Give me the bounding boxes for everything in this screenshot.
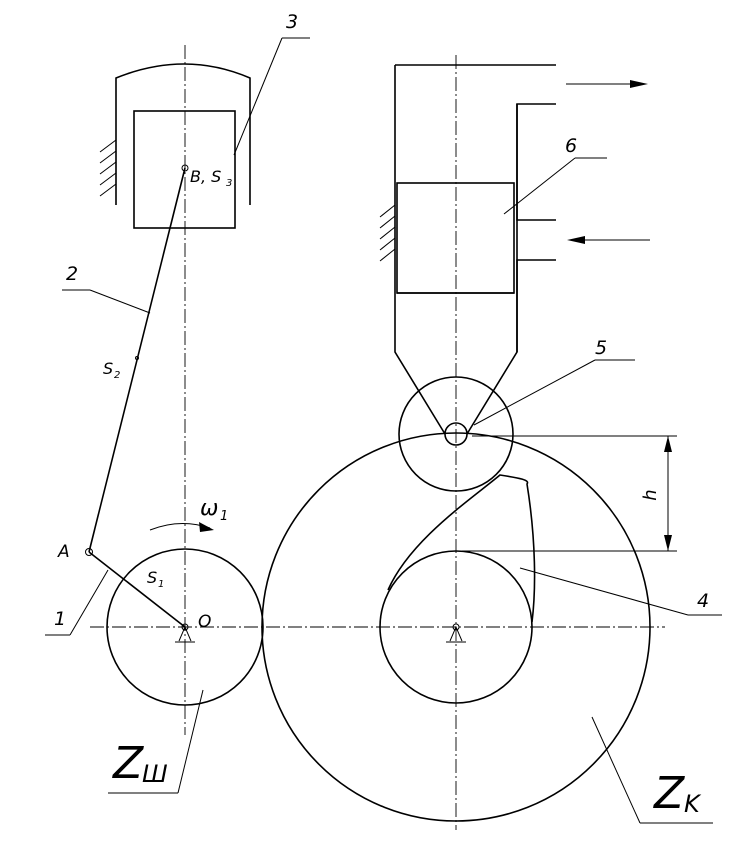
dim-h-arrow-bottom <box>664 535 672 551</box>
label-zsh: Z <box>112 738 144 789</box>
large-gear-circle <box>261 432 651 822</box>
crank-arm <box>88 551 186 628</box>
cam-base-circle <box>379 550 533 704</box>
label-s2-sub: 2 <box>114 370 120 381</box>
label-part-4: 4 <box>697 590 709 612</box>
label-s1-sub: 1 <box>158 579 164 590</box>
label-part-6: 6 <box>565 135 577 157</box>
label-point-b-sub: 3 <box>226 178 232 189</box>
ground-hatch-right <box>379 204 396 262</box>
lower-port <box>516 259 556 352</box>
pivot-cam-support <box>446 625 466 643</box>
label-zk-sub: K <box>684 790 702 818</box>
dim-h-arrow-top <box>664 436 672 452</box>
follower-assembly <box>379 64 556 492</box>
leader-5-slant <box>473 359 596 426</box>
s2-mark <box>135 356 139 360</box>
center-lines <box>90 45 665 830</box>
leader-3-slant <box>233 37 283 156</box>
leader-2-slant <box>89 289 151 314</box>
label-point-o: O <box>198 612 211 632</box>
label-part-2: 2 <box>66 263 78 285</box>
rotation-arrow-head <box>199 522 214 532</box>
upper-port <box>516 103 556 221</box>
joint-a <box>85 548 93 556</box>
large-gear <box>261 432 651 822</box>
label-point-b: B, S <box>190 167 221 186</box>
leader-zsh-slant <box>177 689 204 794</box>
piston-assembly <box>99 63 251 229</box>
outflow-arrow-head <box>630 80 648 88</box>
label-part-5: 5 <box>595 337 607 359</box>
inflow-arrow-head <box>567 236 585 244</box>
pivot-o <box>181 623 189 631</box>
rotation-indicator: ω 1 <box>149 496 228 532</box>
pivot-o-support <box>175 625 195 643</box>
cam-profile <box>387 474 536 623</box>
label-zsh-sub: Ш <box>142 760 168 788</box>
omega-sub-label: 1 <box>220 509 228 524</box>
small-gear <box>106 548 264 706</box>
ground-hatch-left <box>99 139 117 197</box>
label-s1: S <box>147 568 157 587</box>
leader-lines <box>45 37 722 824</box>
label-s2: S <box>103 359 113 378</box>
linkage <box>85 167 186 628</box>
h-label: h <box>640 489 661 500</box>
follower-piston <box>396 182 515 294</box>
small-gear-circle <box>106 548 264 706</box>
roller <box>398 376 514 492</box>
pivot-cam <box>452 623 460 631</box>
label-part-3: 3 <box>286 11 298 33</box>
dimension-h: h <box>462 435 677 552</box>
label-point-a: A <box>57 542 70 562</box>
label-zk: Z <box>653 768 685 819</box>
label-part-1: 1 <box>54 608 66 630</box>
cylinder-wall <box>115 63 251 205</box>
labels: 3 2 1 6 5 4 B, S 3 A O S 1 S 2 Z Ш Z K <box>54 11 709 819</box>
leader-1-slant <box>69 569 109 636</box>
piston-block <box>133 110 236 229</box>
omega-label: ω <box>200 496 218 521</box>
leader-zk-slant <box>591 716 641 824</box>
leader-6-slant <box>503 157 576 215</box>
leader-4-slant <box>519 567 689 616</box>
flow-arrows <box>566 80 650 244</box>
